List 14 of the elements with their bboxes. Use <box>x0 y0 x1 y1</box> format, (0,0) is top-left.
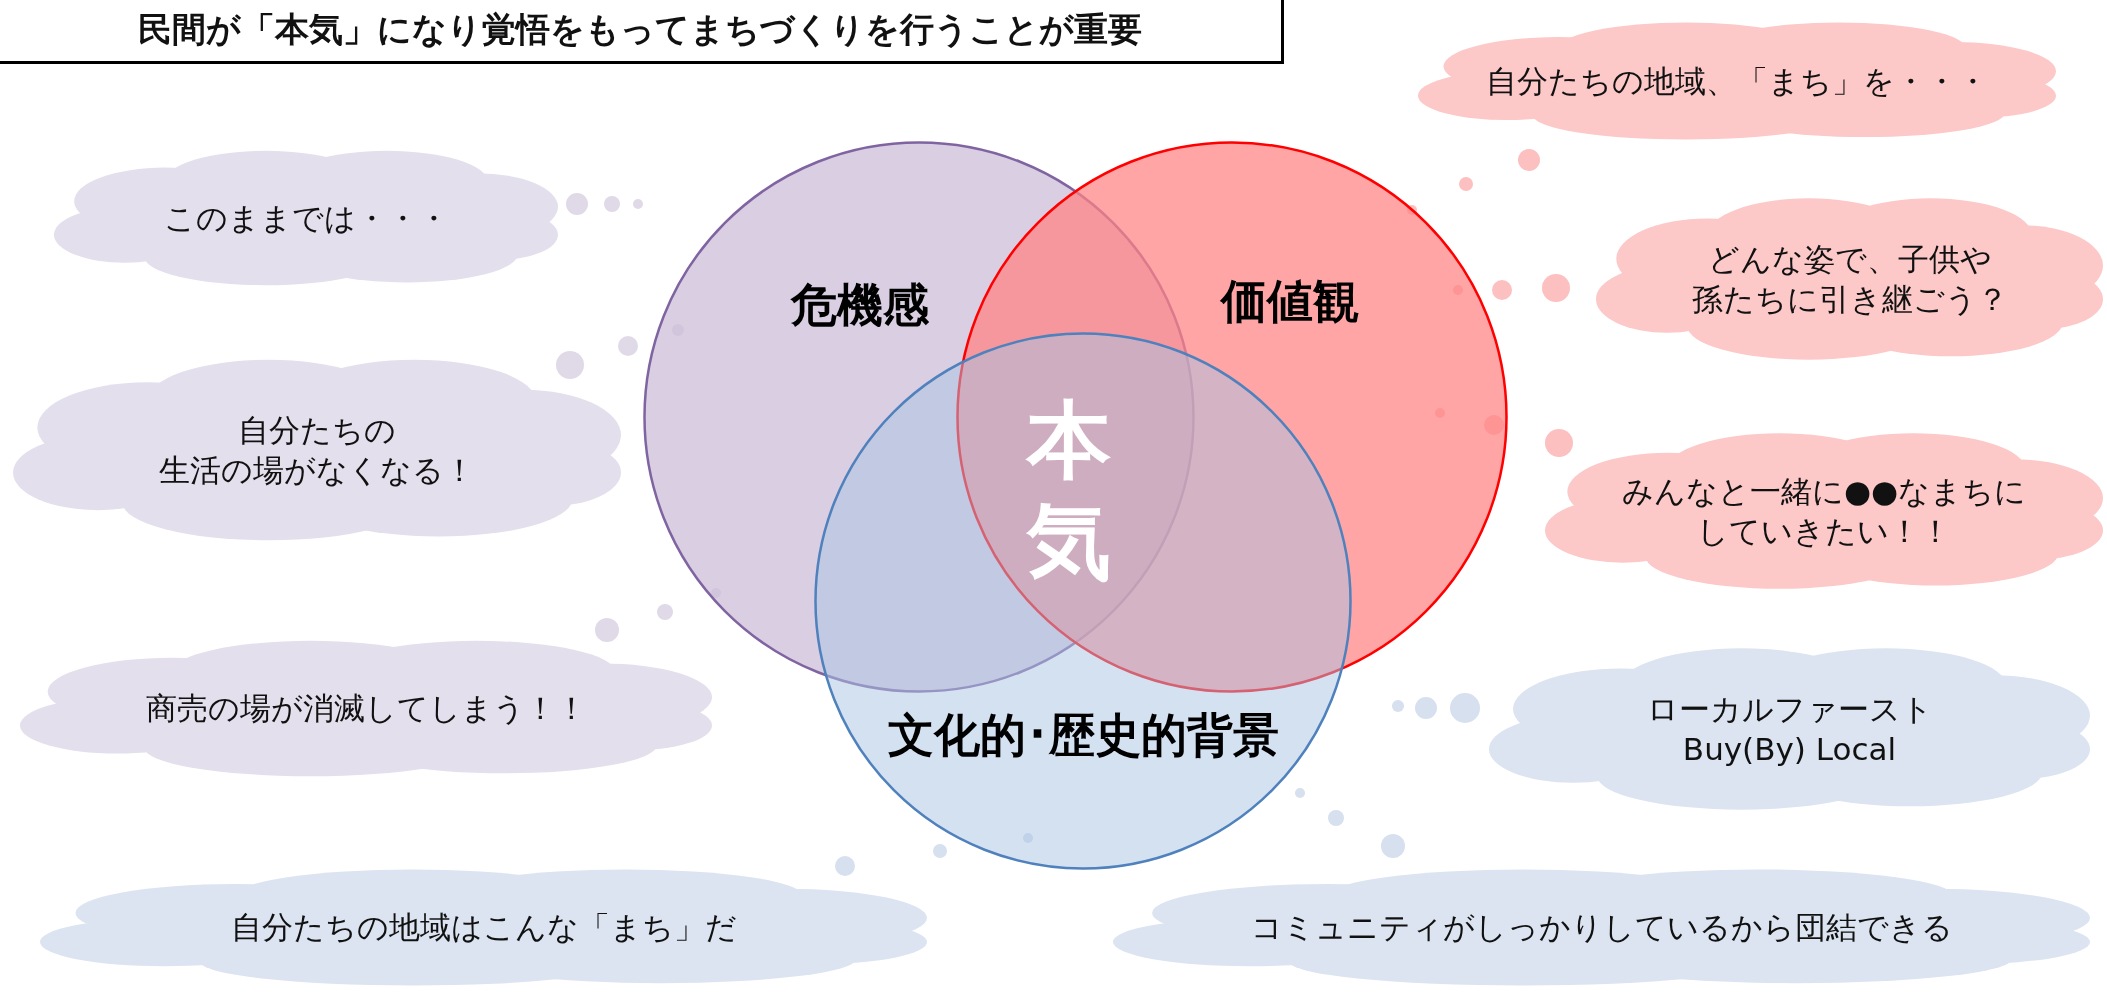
cloud-text: どんな姿で、子供や孫たちに引き継ごう？ <box>1691 239 2008 319</box>
cloud-text: 自分たちの生活の場がなくなる！ <box>159 410 475 490</box>
cloud-text: 商売の場が消滅してしまう！！ <box>145 689 587 729</box>
cloud-text: このままでは・・・ <box>163 198 449 238</box>
cloud-text: みんなと一緒に●●なまちにしていきたい！！ <box>1621 471 2027 551</box>
circle-label: 価値観 <box>1221 273 1359 330</box>
title-box: 民間が「本気」になり覚悟をもってまちづくりを行うことが重要 <box>0 0 1284 64</box>
cloud-text: 自分たちの地域はこんな「まち」だ <box>230 908 737 948</box>
center-label: 本気 <box>1024 390 1112 592</box>
cloud-text: 自分たちの地域、「まち」を・・・ <box>1486 61 1988 101</box>
circle-label: 文化的･歴史的背景 <box>887 707 1279 764</box>
cloud-text: コミュニティがしっかりしているから団結できる <box>1250 908 1953 948</box>
cloud-text: ローカルファースト Buy(By) Local <box>1646 689 1933 769</box>
circle-label: 危機感 <box>791 277 929 334</box>
